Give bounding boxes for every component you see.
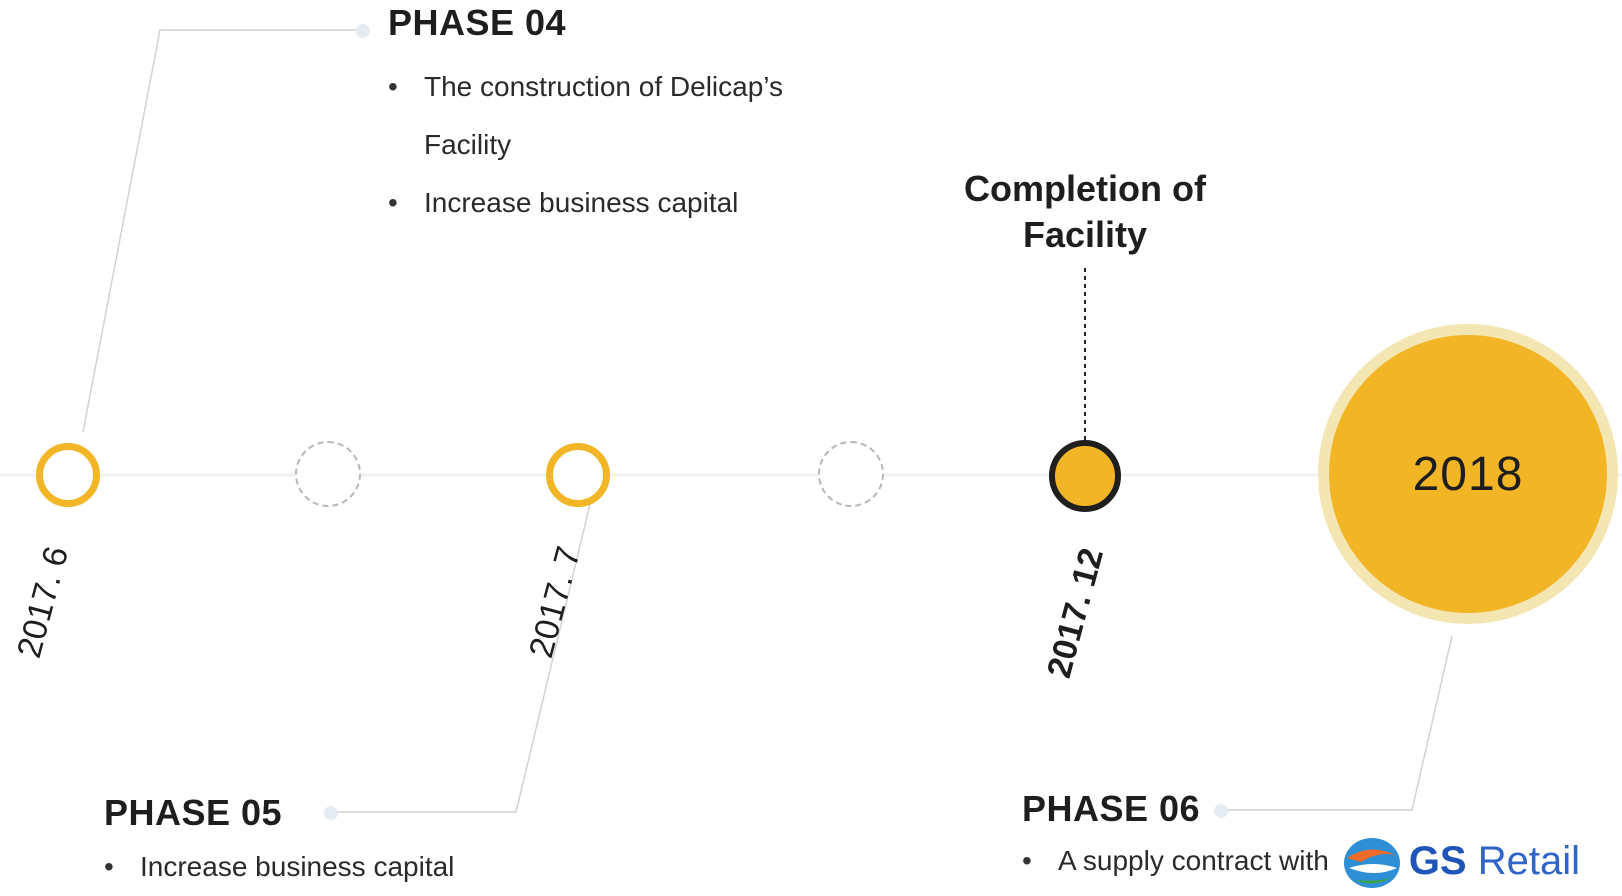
milestone-node-2017-12	[1049, 440, 1121, 512]
year-circle-label: 2018	[1329, 335, 1607, 613]
phase06-bullet: A supply contract with	[1022, 832, 1329, 890]
gs-retail-logo-icon	[1343, 838, 1400, 888]
phase04-dot	[356, 24, 370, 38]
phase04-title: PHASE 04	[388, 2, 567, 43]
phase04-bullet: The construction of Delicap’s Facility	[388, 58, 824, 174]
milestone-node-2017-7	[546, 443, 610, 507]
phase05-title: PHASE 05	[104, 792, 283, 833]
logo-brand: GS	[1408, 838, 1467, 883]
phase05-dot	[324, 806, 338, 820]
callout-line-1: Completion of	[964, 168, 1206, 209]
connector-phase04	[82, 29, 358, 433]
connector-phase06	[1220, 635, 1453, 811]
connector-phase05	[330, 499, 592, 813]
milestone-node-2017-6	[36, 443, 100, 507]
completion-callout: Completion of Facility	[935, 166, 1235, 258]
phase04-block: PHASE 04 The construction of Delicap’s F…	[388, 2, 848, 232]
phase06-bullets: A supply contract with	[1022, 832, 1329, 890]
phase06-dot	[1214, 804, 1228, 818]
placeholder-node	[818, 441, 884, 507]
logo-name: Retail	[1477, 838, 1580, 883]
phase04-bullets: The construction of Delicap’s Facility I…	[388, 58, 848, 232]
callout-line-2: Facility	[1022, 214, 1148, 255]
placeholder-node	[295, 441, 361, 507]
gs-retail-logo: GS Retail	[1341, 832, 1580, 890]
phase05-bullet: Increase business capital	[104, 838, 564, 896]
phase06-block: PHASE 06 A supply contract with GS Retai…	[1022, 788, 1622, 890]
phase05-block: PHASE 05 Increase business capital	[104, 792, 564, 896]
phase04-bullet: Increase business capital	[388, 174, 848, 232]
year-circle: 2018	[1318, 324, 1618, 624]
phase05-bullets: Increase business capital	[104, 838, 564, 896]
phase06-title: PHASE 06	[1022, 788, 1201, 829]
